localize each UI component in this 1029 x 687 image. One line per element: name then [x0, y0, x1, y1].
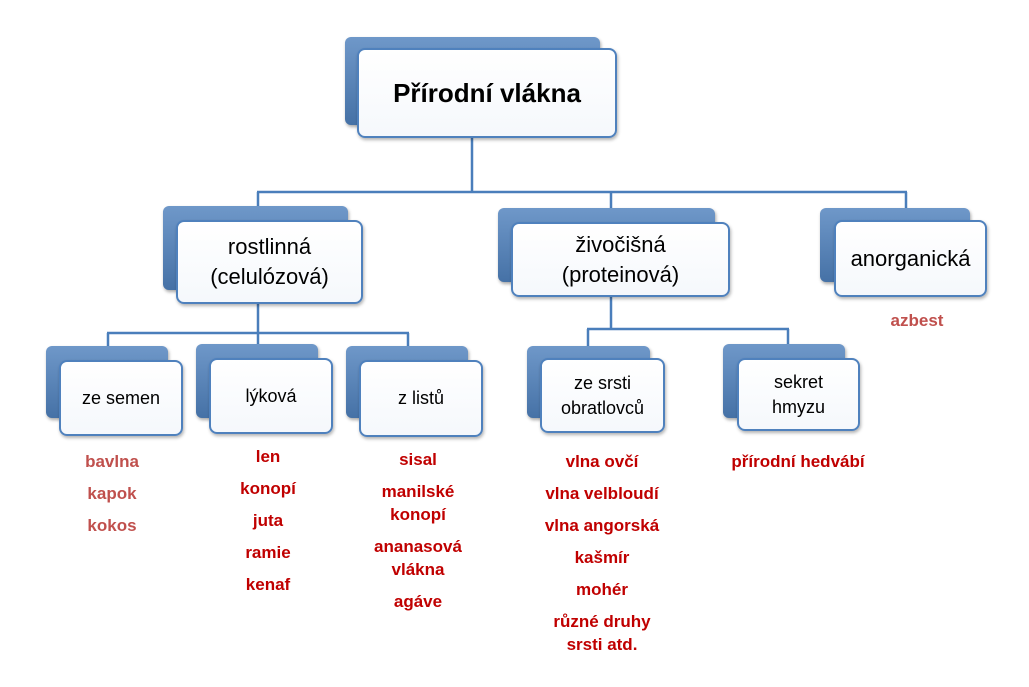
list-item: kapok [87, 484, 137, 503]
node-root: Přírodní vlákna [357, 48, 617, 138]
list-inorganic-fibers: azbest [847, 309, 987, 332]
list-item: mohér [576, 580, 628, 599]
list-item: azbest [890, 311, 944, 330]
node-hair: ze srsti obratlovců [540, 358, 665, 433]
node-leaves-label: z listů [397, 388, 444, 408]
node-root-label: Přírodní vlákna [393, 77, 581, 108]
list-item: přírodní hedvábí [731, 452, 865, 471]
list-item: manilské konopí [381, 482, 455, 524]
list-item: vlna angorská [544, 516, 660, 535]
node-insect: sekret hmyzu [737, 358, 860, 431]
list-item: různé druhy srsti atd. [553, 612, 651, 654]
list-item: sisal [399, 450, 437, 469]
node-inorganic-label: anorganická [850, 245, 971, 271]
node-seed-label: ze semen [81, 387, 161, 408]
list-item: vlna ovčí [565, 452, 639, 471]
list-item: bavlna [85, 452, 139, 471]
node-inorganic: anorganická [834, 220, 987, 297]
list-bast-fibers: len konopí juta ramie kenaf [188, 445, 348, 596]
list-hair-fibers: vlna ovčí vlna velbloudí vlna angorská k… [512, 450, 692, 656]
list-item: kašmír [574, 548, 630, 567]
list-item: konopí [240, 479, 296, 498]
list-item: vlna velbloudí [545, 484, 659, 503]
node-animal: živočišná (proteinová) [511, 222, 730, 297]
node-leaves: z listů [359, 360, 483, 437]
list-item: len [255, 447, 281, 466]
list-leaf-fibers: sisal manilské konopí ananasová vlákna a… [338, 448, 498, 613]
node-bast-label: lýková [245, 385, 297, 406]
node-animal-label: živočišná (proteinová) [561, 231, 680, 287]
list-seed-fibers: bavlna kapok kokos [32, 450, 192, 537]
list-item: ramie [245, 543, 291, 562]
list-item: ananasová vlákna [374, 537, 462, 579]
node-bast: lýková [209, 358, 333, 434]
list-item: agáve [393, 592, 443, 611]
list-insect-fibers: přírodní hedvábí [708, 450, 888, 473]
list-item: juta [252, 511, 284, 530]
node-hair-label: ze srsti obratlovců [560, 372, 645, 418]
node-insect-label: sekret hmyzu [771, 371, 825, 417]
node-plant: rostlinná (celulózová) [176, 220, 363, 304]
list-item: kenaf [245, 575, 291, 594]
node-seed: ze semen [59, 360, 183, 436]
list-item: kokos [87, 516, 137, 535]
node-plant-label: rostlinná (celulózová) [210, 234, 329, 289]
